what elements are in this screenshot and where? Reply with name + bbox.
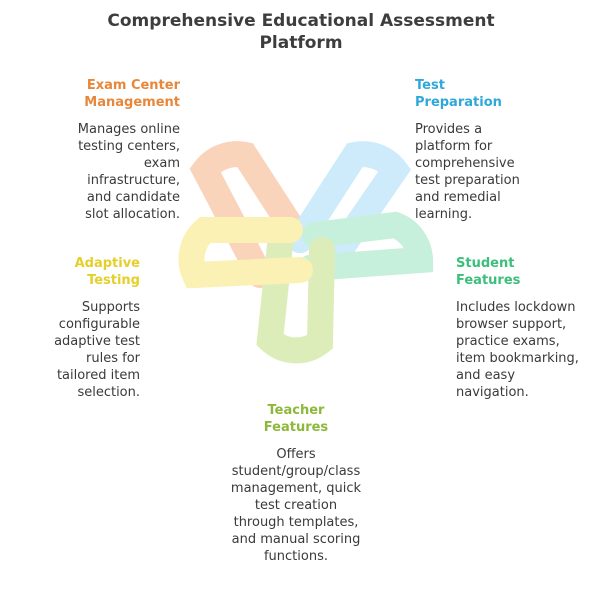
student-description: Includes lockdown browser support, practic…: [456, 299, 596, 401]
teacher-body-line: through templates,: [233, 515, 359, 530]
teacher-head-line: Features: [263, 420, 329, 435]
test-prep-description: Provides a platform for comprehensive test …: [415, 121, 565, 223]
adaptive-body-line: adaptive test: [54, 334, 140, 349]
title-line-2: Platform: [259, 33, 343, 53]
exam-center-body-line: testing centers,: [78, 139, 180, 154]
teacher-body-line: student/group/class: [231, 464, 361, 479]
student-head-line: Features: [456, 273, 521, 288]
exam-center-description: Manages online testing centers, exam infras…: [40, 121, 180, 223]
exam-center-body-line: slot allocation.: [85, 207, 180, 222]
loop-yellow: [178, 217, 313, 289]
test-prep-body-line: comprehensive: [415, 156, 515, 171]
teacher-body-line: management, quick: [230, 481, 362, 496]
test-prep-body-line: platform for: [415, 139, 493, 154]
loop-blue: [287, 141, 412, 263]
student-body-line: practice exams,: [456, 334, 560, 349]
page-title: Comprehensive Educational Assessment Pla…: [0, 10, 602, 54]
title-line-1: Comprehensive Educational Assessment: [107, 11, 495, 31]
knot-diagram: [178, 141, 434, 364]
test-prep-body-line: learning.: [415, 207, 473, 222]
test-prep-body-line: test preparation: [415, 173, 520, 188]
student-body-line: navigation.: [456, 385, 529, 400]
student-body-line: browser support,: [456, 317, 567, 332]
test-prep-head-line: Test: [415, 78, 445, 93]
exam-center-body-line: exam: [143, 156, 180, 171]
exam-center-head-line: Exam Center: [86, 78, 180, 93]
exam-center-body-line: Manages online: [77, 122, 180, 137]
exam-center-head-line: Management: [84, 95, 180, 110]
student-body-line: Includes lockdown: [456, 300, 576, 315]
loop-orange: [189, 141, 313, 288]
exam-center-body-line: infrastructure,: [87, 173, 180, 188]
teacher-body-line: Offers: [276, 447, 316, 462]
student-head-line: Student: [456, 256, 515, 271]
teacher-description: Offers student/group/class management, qui…: [196, 446, 396, 565]
test-prep-head-line: Preparation: [415, 95, 502, 110]
adaptive-body-line: configurable: [58, 317, 140, 332]
student-body-line: and easy: [456, 368, 516, 383]
adaptive-head-line: Testing: [87, 273, 140, 288]
adaptive-body-line: tailored item: [56, 368, 140, 383]
adaptive-body-line: selection.: [77, 385, 140, 400]
test-prep-body-line: and remedial: [415, 190, 501, 205]
adaptive-description: Supports configurable adaptive test rules f…: [20, 299, 140, 401]
teacher-body-line: and manual scoring: [231, 532, 361, 547]
teacher-head-line: Teacher: [267, 403, 325, 418]
adaptive-body-line: Supports: [81, 300, 140, 315]
test-prep-body-line: Provides a: [415, 122, 483, 137]
loop-green: [297, 211, 434, 281]
adaptive-body-line: rules for: [86, 351, 140, 366]
teacher-body-line: test creation: [254, 498, 338, 513]
teacher-body-line: functions.: [263, 549, 328, 564]
exam-center-body-line: and candidate: [86, 190, 180, 205]
adaptive-head-line: Adaptive: [74, 256, 140, 271]
student-body-line: item bookmarking,: [456, 351, 579, 366]
loop-lime: [256, 232, 335, 364]
